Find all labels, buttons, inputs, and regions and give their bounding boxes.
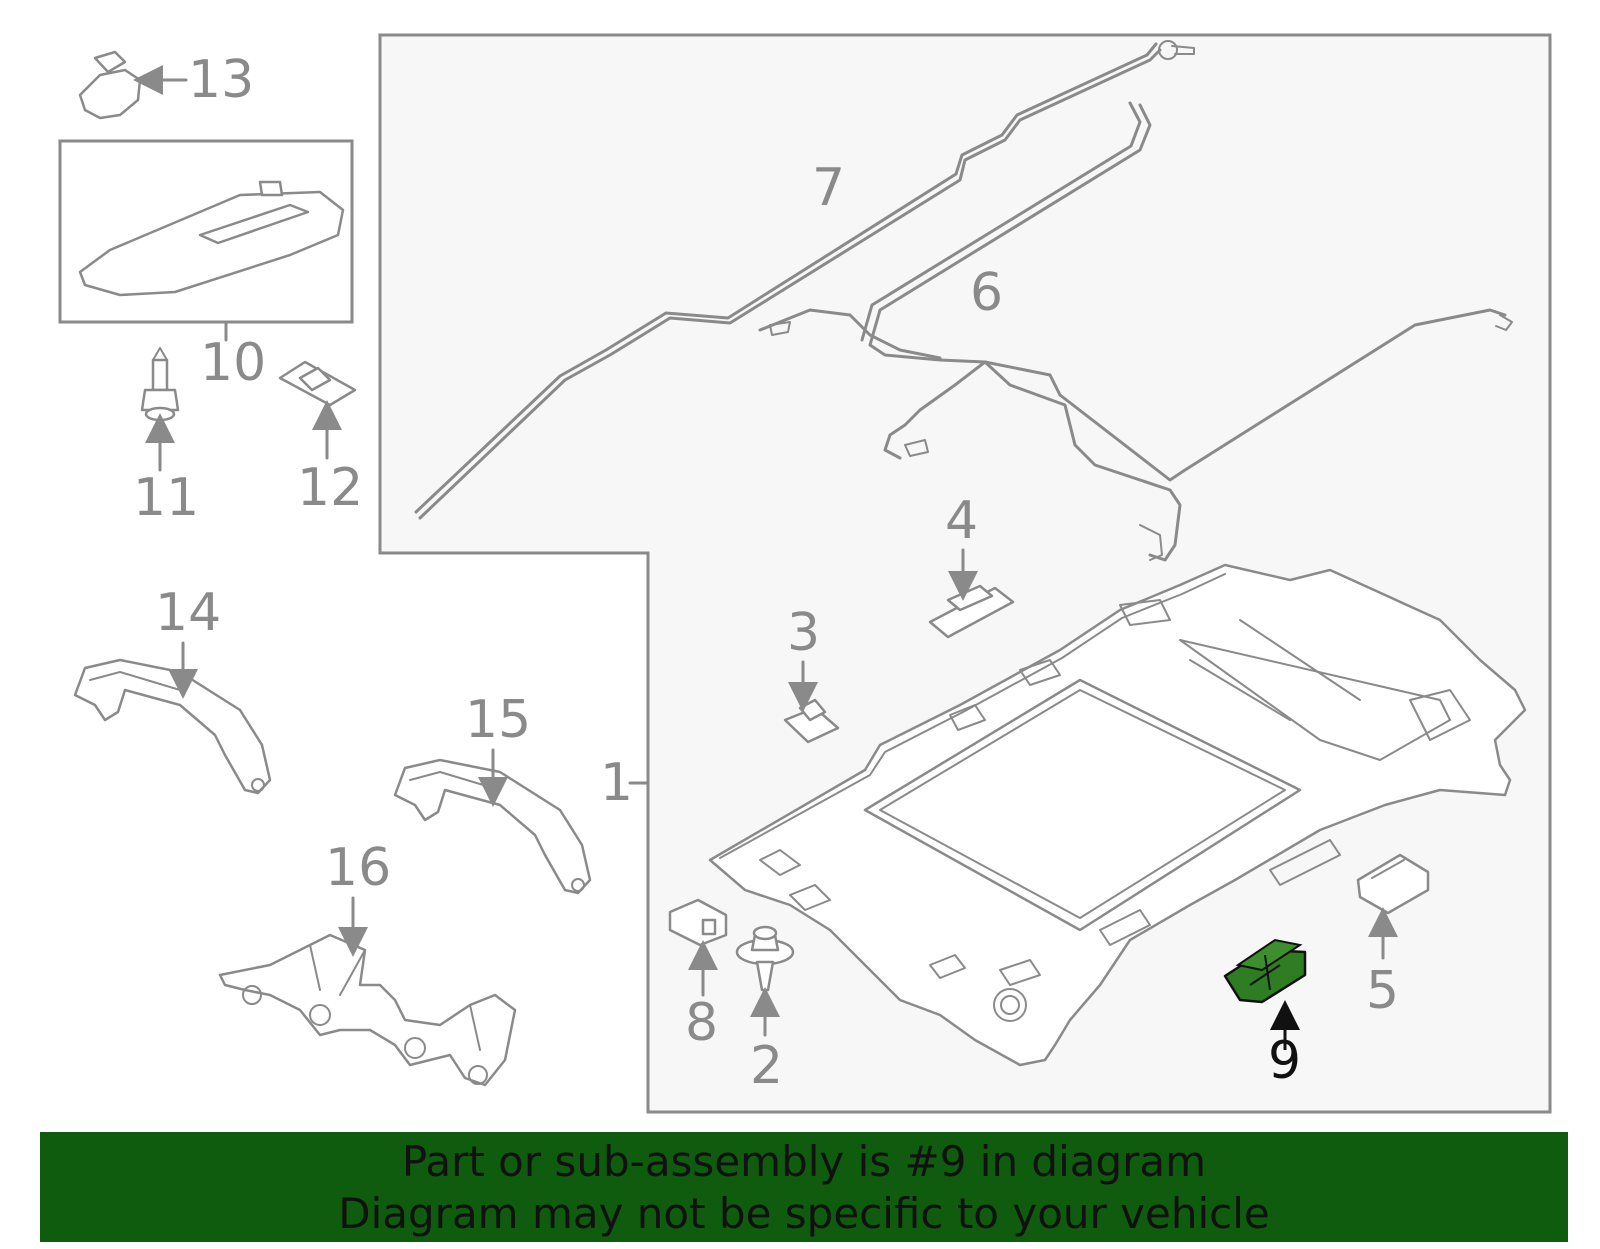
wire-harness-part-6 [758, 101, 1513, 562]
callout-4-label: 4 [945, 491, 978, 551]
callout-3-label: 3 [787, 603, 820, 663]
banner-line-1: Part or sub-assembly is #9 in diagram [401, 1137, 1207, 1186]
grab-handle-part-14 [73, 658, 272, 795]
highlighted-part-9 [1223, 938, 1307, 1004]
callout-1-label: 1 [600, 753, 633, 813]
info-banner: Part or sub-assembly is #9 in diagram Di… [40, 1132, 1568, 1242]
clip-part-13 [78, 50, 142, 120]
clip-part-8 [668, 898, 728, 947]
sunvisor-part-10 [78, 180, 345, 297]
callout-2-label: 2 [750, 1036, 783, 1096]
bracket-part-5 [1356, 853, 1430, 915]
callout-11-label: 11 [133, 468, 199, 528]
clip-part-2 [735, 925, 795, 992]
callout-12-label: 12 [297, 458, 363, 518]
bracket-part-16 [218, 933, 517, 1087]
callout-6-label: 6 [970, 263, 1003, 323]
callout-8-label: 8 [685, 993, 718, 1053]
screw-part-11 [140, 347, 180, 422]
callout-7-label: 7 [812, 158, 845, 218]
headliner-part-1 [708, 563, 1527, 1067]
callout-5-label: 5 [1366, 961, 1399, 1021]
callout-14-label: 14 [155, 583, 221, 643]
callout-10-label: 10 [200, 333, 266, 393]
callout-15-label: 15 [465, 690, 531, 750]
clip-part-12 [278, 360, 357, 407]
callout-16-label: 16 [325, 838, 391, 898]
wire-harness-part-7 [414, 40, 1195, 520]
banner-line-2: Diagram may not be specific to your vehi… [338, 1189, 1270, 1238]
callout-13-label: 13 [188, 50, 254, 110]
callout-9-label: 9 [1268, 1031, 1301, 1091]
